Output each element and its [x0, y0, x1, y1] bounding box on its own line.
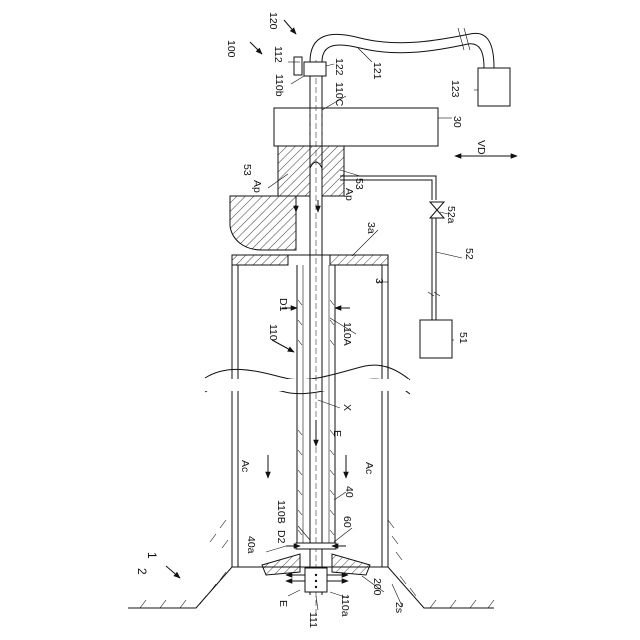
label-110B: 110B: [275, 500, 287, 524]
label-110C: 110C: [333, 82, 345, 107]
label-ap-left: Ap: [251, 180, 263, 193]
label-40: 40: [343, 486, 355, 498]
label-30: 30: [451, 116, 463, 128]
top-block: [230, 108, 438, 250]
label-200: 200: [371, 578, 383, 596]
pipe: [296, 60, 336, 620]
label-d1: D1: [277, 298, 289, 312]
label-112: 112: [272, 46, 284, 63]
label-51: 51: [457, 332, 469, 344]
label-ac-left: Ac: [239, 460, 251, 472]
label-ap-right: Ap: [343, 188, 355, 201]
label-53-left: 53: [241, 164, 253, 176]
label-110: 110: [267, 324, 279, 341]
label-e-mid: E: [331, 430, 343, 437]
label-40a: 40a: [245, 536, 257, 554]
label-52: 52: [463, 248, 475, 260]
label-111: 111: [307, 612, 319, 628]
top-fitting: [294, 28, 494, 108]
label-52a: 52a: [445, 206, 457, 224]
ground: [128, 520, 494, 608]
label-60: 60: [341, 516, 353, 528]
label-2s: 2s: [393, 602, 405, 613]
label-2: 2: [135, 568, 149, 575]
label-121: 121: [371, 62, 383, 80]
label-x: X: [341, 404, 353, 411]
box-51: [420, 320, 452, 358]
label-d2: D2: [275, 530, 287, 544]
label-ac-right: Ac: [363, 462, 375, 474]
label-110a: 110a: [339, 594, 351, 617]
label-1: 1: [145, 552, 159, 559]
label-123: 123: [449, 80, 461, 98]
label-120: 120: [267, 12, 279, 30]
label-3a: 3a: [365, 222, 377, 234]
box-123: [478, 68, 510, 106]
label-vd: VD: [475, 140, 487, 155]
label-100: 100: [225, 40, 237, 58]
label-122: 122: [333, 58, 345, 76]
label-110b: 110b: [273, 74, 285, 97]
label-e-bottom: E: [277, 600, 289, 607]
label-3: 3: [373, 278, 385, 284]
container: [205, 255, 410, 567]
label-110A: 110A: [341, 322, 353, 346]
